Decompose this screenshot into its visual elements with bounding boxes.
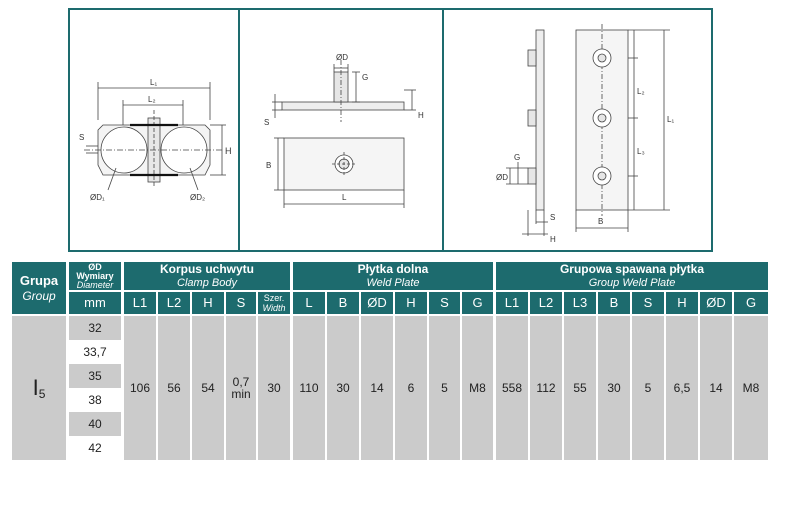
group-header-pl: Grupa [19, 272, 59, 288]
value-cell: M8 [462, 316, 493, 460]
dimensions-table: Grupa Group ØD Wymiary Diameter mm Korpu… [12, 262, 768, 460]
value-s-suffix: min [231, 387, 251, 401]
weld-plate-drawing: ØD G S H B L [240, 10, 442, 250]
col-header-width-en: Width [262, 303, 286, 313]
value-cell: 6,5 [666, 316, 698, 460]
col-header: L2 [158, 292, 190, 314]
plate-l-label: L [342, 193, 347, 202]
col-header-width: Szer. Width [258, 292, 290, 314]
divider [238, 10, 240, 250]
group-d-label: ØD [496, 173, 508, 182]
col-header: L2 [530, 292, 562, 314]
value-cell: M8 [734, 316, 768, 460]
col-header: L1 [496, 292, 528, 314]
clamp-s-label: S [79, 133, 84, 142]
section-clamp-body: Korpus uchwytu Clamp Body [124, 262, 290, 290]
col-header: L1 [124, 292, 156, 314]
diameter-header-line2: Wymiary [76, 270, 114, 281]
clamp-h-label: H [225, 146, 232, 156]
value-cell: 30 [327, 316, 359, 460]
col-header: H [192, 292, 224, 314]
diameter-header-line3: Diameter [76, 279, 114, 290]
col-header: L [293, 292, 325, 314]
section-title-pl: Korpus uchwytu [159, 262, 254, 276]
col-header: G [462, 292, 493, 314]
group-header-en: Group [22, 288, 56, 303]
group-l1-label: L₁ [667, 115, 674, 124]
col-header: ØD [361, 292, 393, 314]
diameter-header-line1: ØD [88, 261, 102, 272]
plate-s-label: S [264, 118, 269, 127]
value-cell: 5 [632, 316, 664, 460]
value-cell: 30 [258, 316, 290, 460]
section-title-en: Group Weld Plate [588, 277, 676, 289]
col-header: ØD [700, 292, 732, 314]
value-cell: 56 [158, 316, 190, 460]
col-header: H [666, 292, 698, 314]
section-weld-plate: Płytka dolna Weld Plate [293, 262, 493, 290]
plate-g-label: G [362, 73, 368, 82]
plate-b-label: B [266, 161, 271, 170]
group-g-label: G [514, 153, 520, 162]
group-label-sub: 5 [38, 387, 46, 401]
group-header: Grupa Group [12, 262, 66, 314]
plate-h-label: H [418, 111, 424, 120]
value-cell: 110 [293, 316, 325, 460]
diameter-unit: mm [69, 292, 121, 314]
value-cell: 558 [496, 316, 528, 460]
col-header: S [226, 292, 256, 314]
group-l3-label: L₃ [637, 147, 645, 156]
section-title-en: Clamp Body [177, 277, 237, 289]
value-cell: 14 [700, 316, 732, 460]
diameter-row: 38 [69, 388, 121, 412]
section-title-pl: Grupowa spawana płytka [559, 262, 705, 276]
value-cell: 112 [530, 316, 562, 460]
group-weld-plate-drawing: L₂ L₃ L₁ ØD G S H B [444, 10, 711, 250]
value-cell: 55 [564, 316, 596, 460]
value-cell: 30 [598, 316, 630, 460]
col-header: G [734, 292, 768, 314]
divider [442, 10, 444, 250]
col-header: S [429, 292, 460, 314]
diameter-row: 42 [69, 436, 121, 460]
group-h-label: H [550, 235, 556, 244]
clamp-body-drawing: L₁ L₂ S H ØD₁ ØD₂ [70, 10, 238, 250]
plate-d-label: ØD [336, 53, 348, 62]
value-s: 0,7 [232, 375, 250, 389]
diameter-row: 40 [69, 412, 121, 436]
diameter-header: ØD Wymiary Diameter [69, 262, 121, 290]
group-b-label: B [598, 217, 603, 226]
col-header-width-pl: Szer. [263, 293, 285, 303]
clamp-d1-label: ØD₁ [90, 193, 105, 202]
diameter-row: 35 [69, 364, 121, 388]
diameter-row: 33,7 [69, 340, 121, 364]
value-cell-s: 0,7 min [226, 316, 256, 460]
value-cell: 14 [361, 316, 393, 460]
col-header: H [395, 292, 427, 314]
clamp-l2-label: L₂ [148, 95, 156, 104]
section-title-pl: Płytka dolna [357, 262, 429, 276]
clamp-l1-label: L₁ [150, 78, 157, 87]
value-cell: 5 [429, 316, 460, 460]
col-header: B [327, 292, 359, 314]
clamp-d2-label: ØD₂ [190, 193, 205, 202]
group-label-main: I [32, 375, 39, 400]
col-header: S [632, 292, 664, 314]
section-title-en: Weld Plate [366, 277, 420, 289]
group-l2-label: L₂ [637, 87, 645, 96]
value-cell: 106 [124, 316, 156, 460]
value-cell: 6 [395, 316, 427, 460]
value-cell: 54 [192, 316, 224, 460]
col-header: B [598, 292, 630, 314]
diameter-row: 32 [69, 316, 121, 340]
group-s-label: S [550, 213, 555, 222]
col-header: L3 [564, 292, 596, 314]
drawings-frame: L₁ L₂ S H ØD₁ ØD₂ [68, 8, 713, 252]
section-group-weld-plate: Grupowa spawana płytka Group Weld Plate [496, 262, 768, 290]
